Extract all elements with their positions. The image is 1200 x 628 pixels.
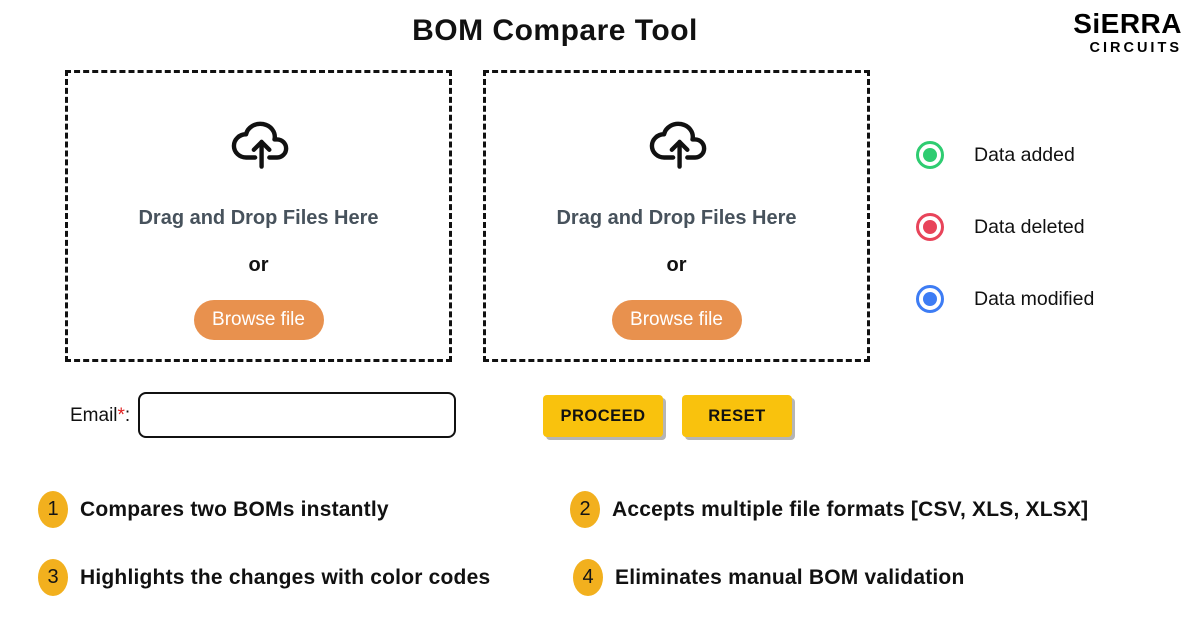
legend-item-data-deleted: Data deleted bbox=[916, 213, 1085, 241]
legend-item-data-modified: Data modified bbox=[916, 285, 1094, 313]
feature-4-text: Eliminates manual BOM validation bbox=[615, 566, 965, 589]
feature-2-text: Accepts multiple file formats [CSV, XLS,… bbox=[612, 498, 1089, 521]
cloud-upload-icon bbox=[645, 111, 709, 178]
file-dropzone-1[interactable]: Drag and Drop Files Here or Browse file bbox=[65, 70, 452, 362]
page-title: BOM Compare Tool bbox=[412, 14, 698, 47]
browse-file-button-2[interactable]: Browse file bbox=[611, 300, 742, 340]
dropzone-instruction: Drag and Drop Files Here bbox=[556, 207, 797, 229]
or-separator: or bbox=[666, 254, 687, 276]
data-added-radio-icon bbox=[916, 141, 944, 169]
sierra-circuits-logo: SiERRA CIRCUITS bbox=[1073, 10, 1182, 56]
proceed-button[interactable]: PROCEED bbox=[543, 395, 663, 437]
feature-4-badge: 4 bbox=[573, 559, 603, 596]
reset-button[interactable]: RESET bbox=[682, 395, 792, 437]
feature-1-text: Compares two BOMs instantly bbox=[80, 498, 389, 521]
feature-2-badge: 2 bbox=[570, 491, 600, 528]
legend-label: Data modified bbox=[974, 287, 1095, 310]
feature-3-badge: 3 bbox=[38, 559, 68, 596]
logo-primary-text: SiERRA bbox=[1073, 8, 1182, 39]
file-dropzone-2[interactable]: Drag and Drop Files Here or Browse file bbox=[483, 70, 870, 362]
or-separator: or bbox=[248, 254, 269, 276]
required-asterisk: * bbox=[117, 405, 125, 426]
email-input[interactable] bbox=[138, 392, 456, 438]
legend-label: Data deleted bbox=[974, 215, 1085, 238]
browse-file-button-1[interactable]: Browse file bbox=[193, 300, 324, 340]
dropzone-instruction: Drag and Drop Files Here bbox=[138, 207, 379, 229]
legend-label: Data added bbox=[974, 143, 1075, 166]
feature-3-text: Highlights the changes with color codes bbox=[80, 566, 491, 589]
data-modified-radio-icon bbox=[916, 285, 944, 313]
feature-1-badge: 1 bbox=[38, 491, 68, 528]
email-label: Email*: bbox=[70, 405, 131, 426]
legend-item-data-added: Data added bbox=[916, 141, 1075, 169]
logo-secondary-text: CIRCUITS bbox=[1089, 40, 1182, 56]
data-deleted-radio-icon bbox=[916, 213, 944, 241]
cloud-upload-icon bbox=[227, 111, 291, 178]
